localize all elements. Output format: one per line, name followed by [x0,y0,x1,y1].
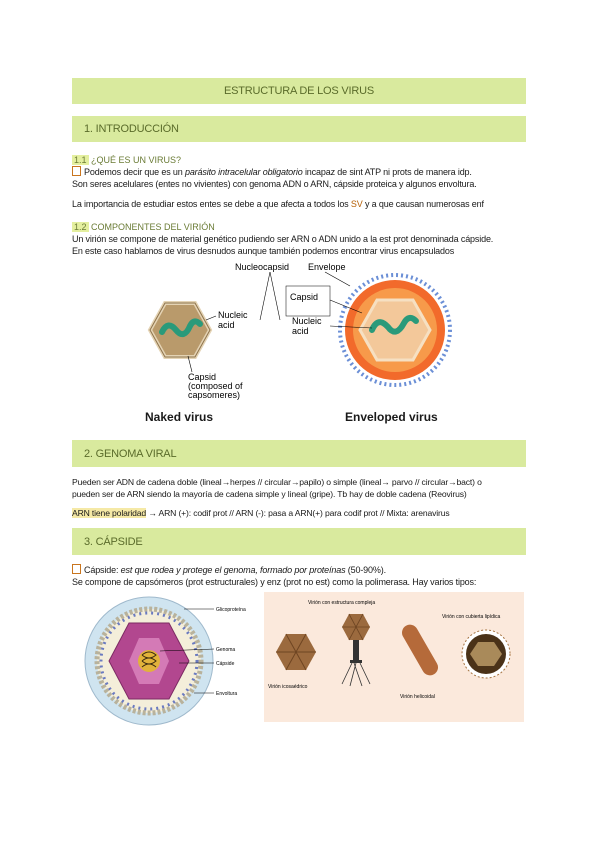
highlight: ARN tiene polaridad [72,508,147,518]
enveloped-virus-icon [338,273,452,387]
naked-virus-caption: Naked virus [145,410,214,424]
nucleocapsid-label: Nucleocapsid [235,262,289,272]
subsection-title: ¿QUÉ ES UN VIRUS? [91,155,182,165]
svg-text:(composed of: (composed of [188,381,243,391]
virion-types-figure: Virión icosaédrico Virión con estructura… [268,600,511,700]
svg-text:acid: acid [292,326,309,336]
icosahedral-virion-icon [276,633,316,671]
subsection-1-2: 1.2 COMPONENTES DEL VIRIÓN [72,222,215,232]
helical-virion-icon [402,624,438,676]
icosahedral-label: Virión icosaédrico [268,684,308,690]
enveloped-virus-caption: Enveloped virus [345,410,438,424]
capsid-label: Capsid [188,372,216,382]
virus-structure-figure: Nucleic acid Capsid (composed of capsome… [147,262,452,400]
page-title: ESTRUCTURA DE LOS VIRUS [223,85,375,97]
lipid-virion-label: Virión con cubierta lipídica [442,614,500,620]
section-1-heading: 1. INTRODUCCIÓN [84,123,179,135]
genome-label: Genoma [216,647,235,653]
section-2-band: 2. GENOMA VIRAL [72,440,526,467]
svg-text:capsomeres): capsomeres) [188,390,240,400]
title-band: ESTRUCTURA DE LOS VIRUS [72,78,526,104]
glycoprotein-label: Glicoproteína [216,607,246,613]
subsection-1-1: 1.1 ¿QUÉ ES UN VIRUS? [72,155,181,165]
subsection-number: 1.1 [72,155,89,165]
paragraph: Se compone de capsómeros (prot estructur… [72,577,477,587]
envelope-label: Envoltura [216,691,237,697]
capsid-label: Cápside [216,661,235,667]
lipid-enveloped-virion-icon [461,629,511,679]
complex-virion-icon [341,613,371,687]
naked-virus-icon [147,301,213,359]
paragraph: En este caso hablamos de virus desnudos … [72,246,455,256]
paragraph: pueden ser de ARN siendo la mayoría de c… [72,489,467,499]
subsection-title: COMPONENTES DEL VIRIÓN [91,222,215,232]
bullet-icon [72,564,81,574]
section-3-band: 3. CÁPSIDE [72,528,526,555]
paragraph: La importancia de estudiar estos entes s… [72,199,484,209]
svg-text:acid: acid [218,320,235,330]
nucleic-acid-label: Nucleic [292,316,322,326]
virion-cross-section-figure: Glicoproteína Genoma Cápside Envoltura [84,596,246,726]
paragraph: Cápside: est que rodea y protege el geno… [72,564,532,576]
nucleic-acid-label: Nucleic [218,310,248,320]
section-2-heading: 2. GENOMA VIRAL [84,447,177,460]
section-3-heading: 3. CÁPSIDE [84,535,143,548]
helical-label: Virión helicoidal [400,694,435,700]
bullet-icon [72,166,81,176]
section-1-band: 1. INTRODUCCIÓN [72,116,526,142]
paragraph: Pueden ser ADN de cadena doble (lineal→h… [72,477,482,487]
paragraph: Son seres acelulares (entes no vivientes… [72,179,477,189]
complex-virion-label: Virión con estructura compleja [308,600,375,606]
paragraph: Un virión se compone de material genétic… [72,234,494,244]
paragraph: ARN tiene polaridad → ARN (+): codif pro… [72,508,450,518]
paragraph: Podemos decir que es un parásito intrace… [72,166,532,178]
subsection-number: 1.2 [72,222,89,232]
envelope-label: Envelope [308,262,346,272]
capsid-label: Capsid [290,292,318,302]
